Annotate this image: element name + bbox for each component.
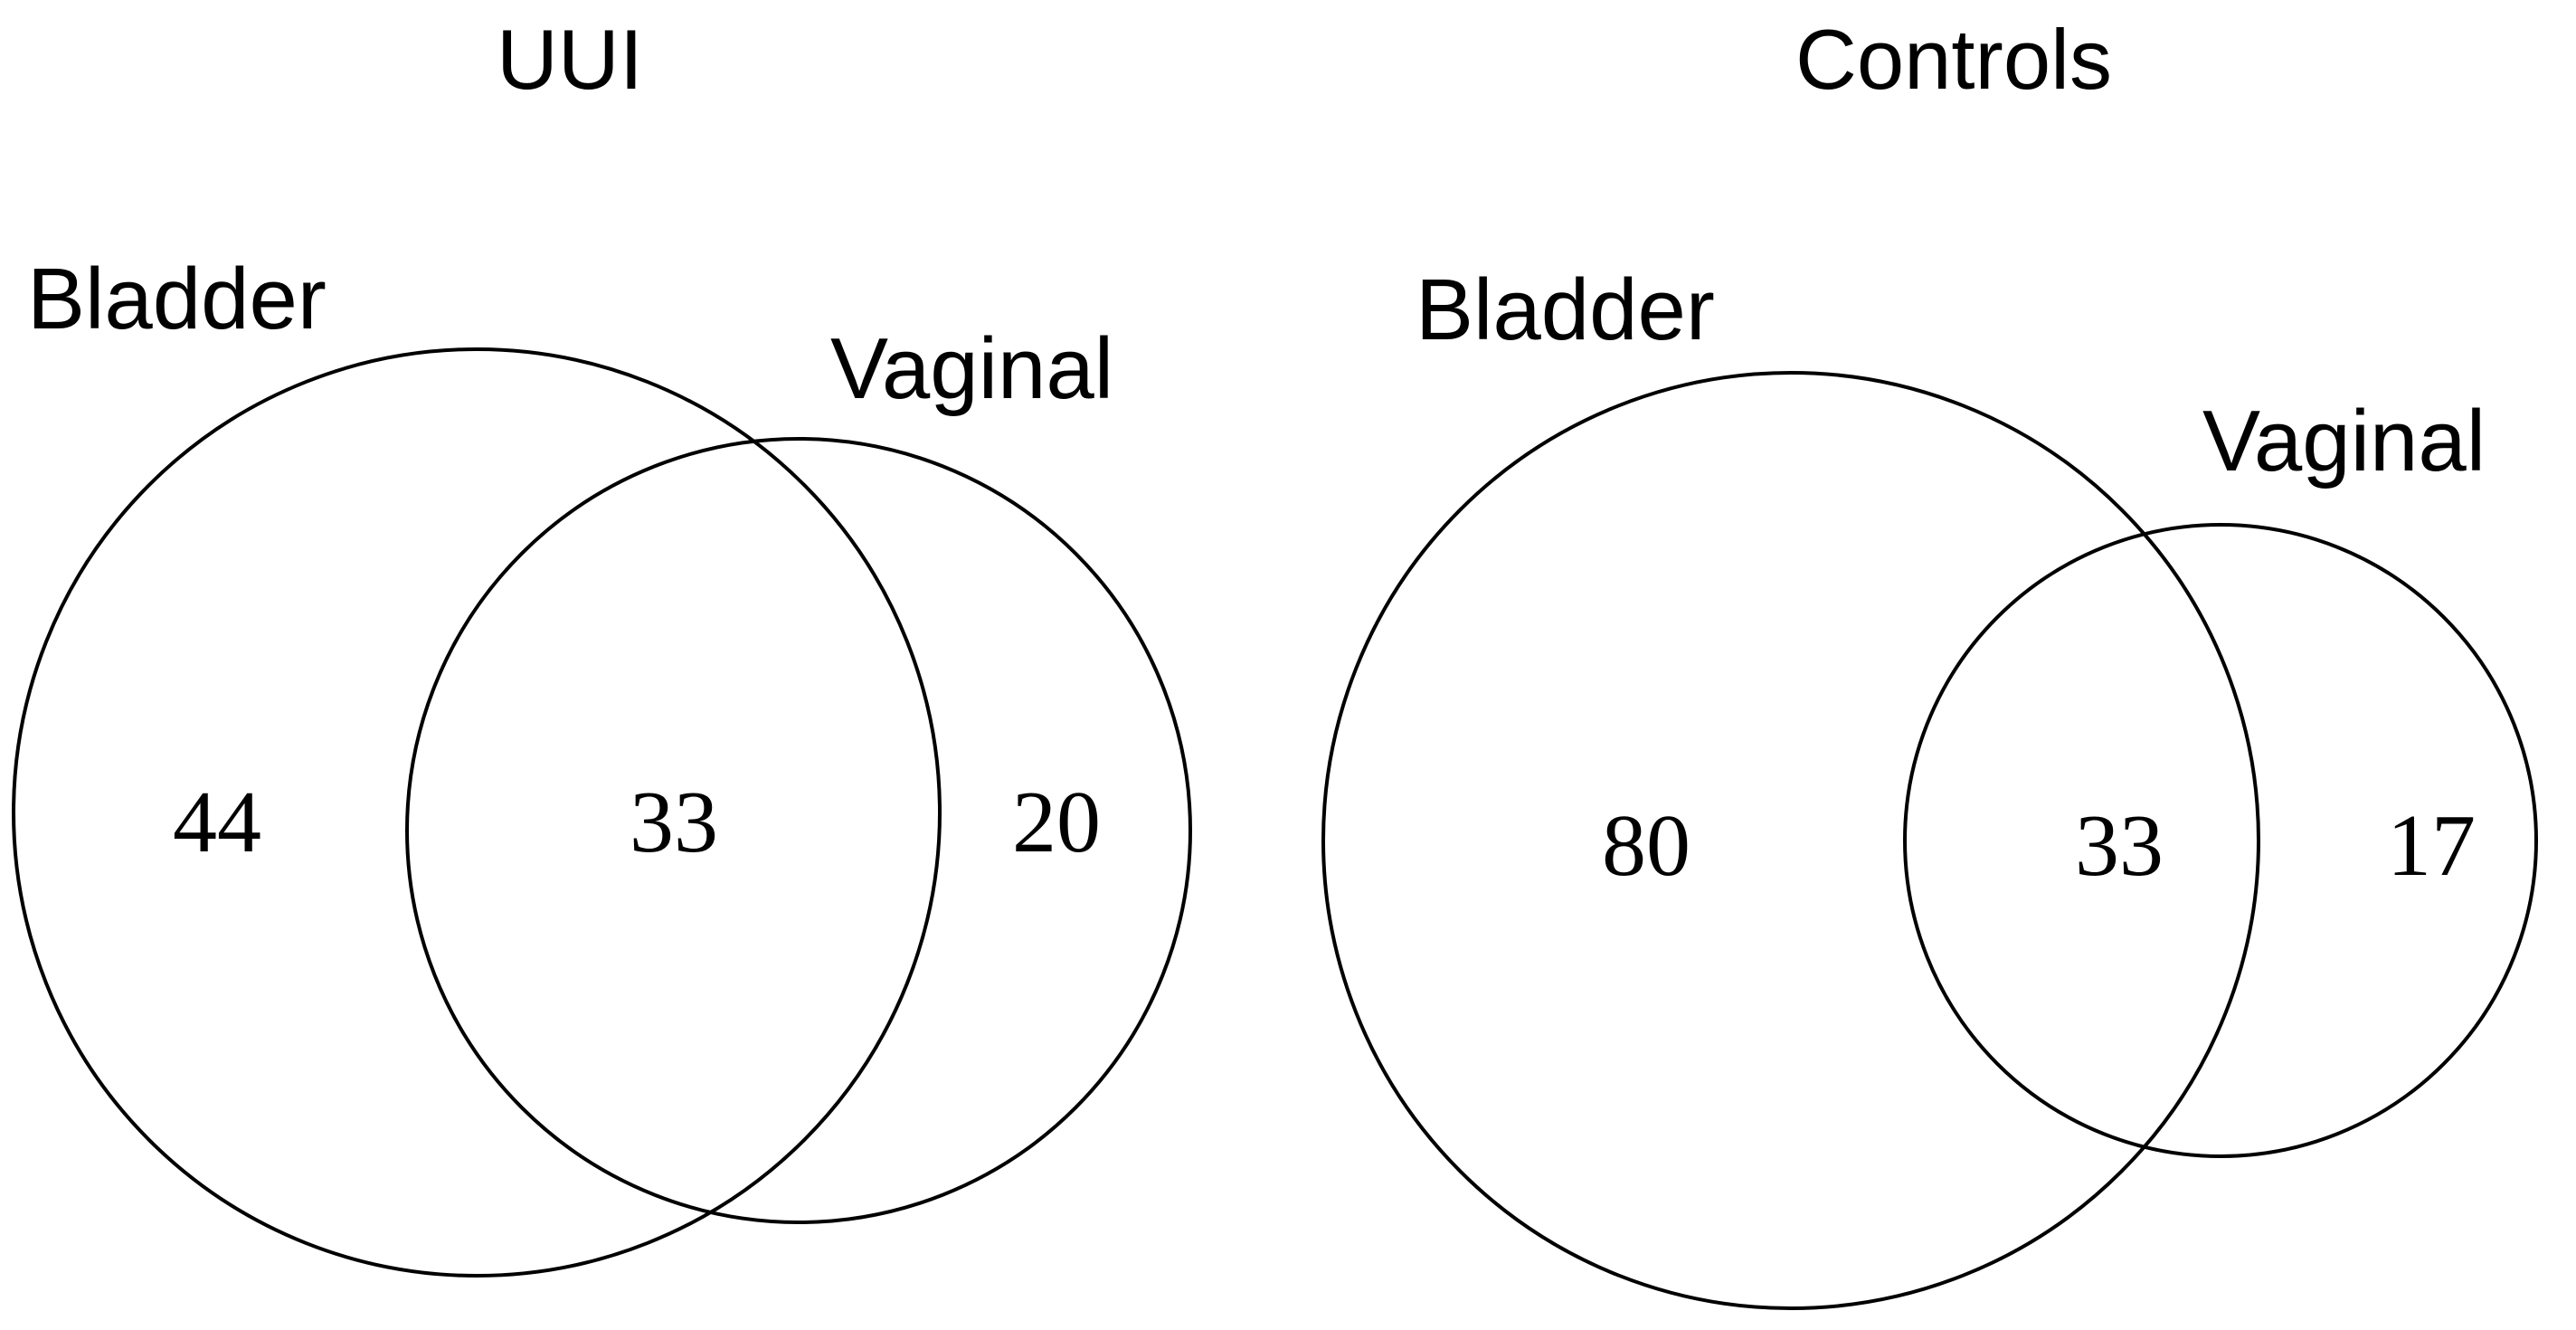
overlap-count-controls: 33 [2075,797,2164,895]
venn-panel-controls: Controls Bladder Vaginal 80 33 17 [1321,12,2538,1310]
bladder-only-count-uui: 44 [173,774,261,871]
vaginal-circle-uui [405,437,1192,1224]
overlap-count-uui: 33 [630,774,718,871]
vaginal-only-count-controls: 17 [2387,797,2476,895]
bladder-label-uui: Bladder [27,251,327,347]
bladder-circle-controls [1321,371,2260,1310]
bladder-label-controls: Bladder [1416,261,1715,358]
vaginal-label-uui: Vaginal [830,320,1113,417]
vaginal-circle-controls [1903,523,2538,1158]
panel-title-controls: Controls [1795,12,2112,107]
vaginal-only-count-uui: 20 [1012,774,1101,871]
panel-title-uui: UUI [497,12,643,107]
bladder-only-count-controls: 80 [1602,797,1690,895]
vaginal-label-controls: Vaginal [2202,393,2486,489]
bladder-circle-uui [12,347,942,1278]
venn-panel-uui: UUI Bladder Vaginal 44 33 20 [12,12,1192,1278]
